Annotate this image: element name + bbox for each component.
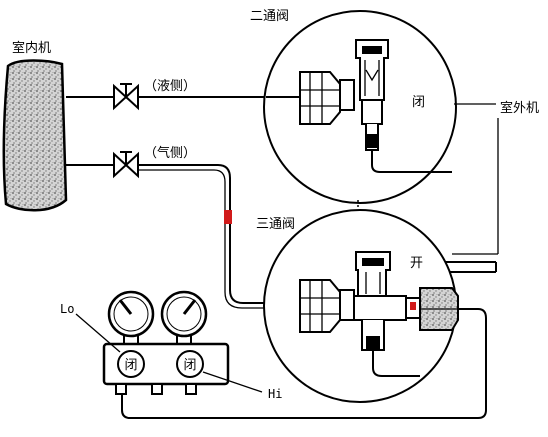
two-way-valve: 二通阀 闭 <box>250 9 457 204</box>
high-gauge-needle <box>182 299 197 315</box>
low-pressure-gauge <box>107 290 155 345</box>
three-way-valve-state: 开 <box>410 256 423 271</box>
indoor-unit-label: 室内机 <box>12 40 51 56</box>
gas-pipe <box>138 164 300 304</box>
high-knob-state: 闭 <box>183 358 196 373</box>
gas-side-label: （气侧） <box>144 145 196 161</box>
outdoor-unit-label: 室外机 <box>500 100 539 116</box>
gas-line: （气侧） <box>66 145 300 309</box>
liquid-line: （液侧） <box>66 79 292 111</box>
two-way-valve-state: 闭 <box>412 95 425 110</box>
flare-nut-icon <box>299 71 341 125</box>
low-gauge-needle <box>118 299 133 315</box>
manifold-gauge: 闭 闭 Lo Hi <box>60 290 282 401</box>
red-marker <box>224 210 232 224</box>
liquid-valve-icon <box>113 83 139 111</box>
valve-body-icon <box>339 251 459 377</box>
two-way-valve-circle <box>263 10 457 204</box>
two-way-valve-label: 二通阀 <box>250 9 289 24</box>
high-pressure-gauge <box>160 290 208 345</box>
low-valve-knob[interactable]: 闭 <box>117 350 145 378</box>
indoor-unit: 室内机 <box>2 40 68 212</box>
outdoor-connections: 室外机 <box>444 100 539 273</box>
high-side-label: Hi <box>268 387 282 401</box>
low-side-label: Lo <box>60 302 74 316</box>
gas-valve-icon <box>113 151 139 179</box>
three-way-valve: 三通阀 开 <box>256 209 459 403</box>
three-way-valve-label: 三通阀 <box>256 217 295 232</box>
low-knob-state: 闭 <box>124 358 137 373</box>
flare-nut-icon <box>299 279 341 333</box>
gas-pipe-inner <box>138 169 300 309</box>
liquid-side-label: （液侧） <box>144 79 196 94</box>
indoor-unit-body <box>2 59 68 212</box>
valve-body-icon <box>339 39 452 173</box>
high-valve-knob[interactable]: 闭 <box>176 350 204 378</box>
service-hose <box>121 308 487 419</box>
